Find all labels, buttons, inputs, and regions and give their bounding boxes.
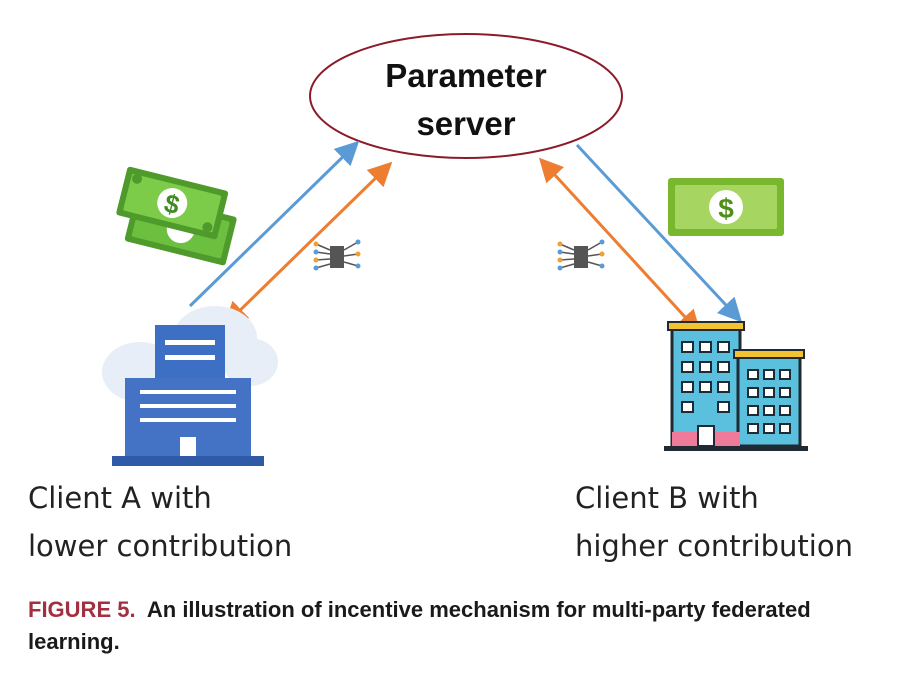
client-b-label: Client B with higher contribution bbox=[575, 474, 853, 570]
client-b-label-line1: Client B with bbox=[575, 481, 759, 515]
figure-caption: FIGURE 5. An illustration of incentive m… bbox=[28, 594, 898, 658]
server-label-line2: server bbox=[416, 105, 516, 142]
client-b-label-line2: higher contribution bbox=[575, 529, 853, 563]
client-a-label-line1: Client A with bbox=[28, 481, 212, 515]
office-building-cloud-icon bbox=[102, 306, 278, 466]
client-b-model-exchange-arrow bbox=[538, 157, 702, 335]
figure-caption-text: An illustration of incentive mechanism f… bbox=[28, 597, 811, 654]
cash-stack-icon: $ bbox=[116, 166, 237, 266]
client-a-model-exchange-arrow bbox=[223, 161, 393, 327]
apartment-buildings-icon bbox=[664, 321, 808, 451]
neural-chip-icon bbox=[313, 239, 361, 271]
client-a-label-line2: lower contribution bbox=[28, 529, 293, 563]
money-symbol-b: $ bbox=[718, 193, 734, 224]
parameter-server-label: Parameter server bbox=[356, 52, 576, 148]
parameter-server-node bbox=[309, 33, 623, 159]
neural-chip-icon bbox=[557, 239, 605, 271]
figure-label: FIGURE 5. bbox=[28, 597, 136, 622]
server-label-line1: Parameter bbox=[385, 57, 547, 94]
dollar-bill-icon: $ bbox=[668, 178, 784, 236]
client-a-label: Client A with lower contribution bbox=[28, 474, 292, 570]
